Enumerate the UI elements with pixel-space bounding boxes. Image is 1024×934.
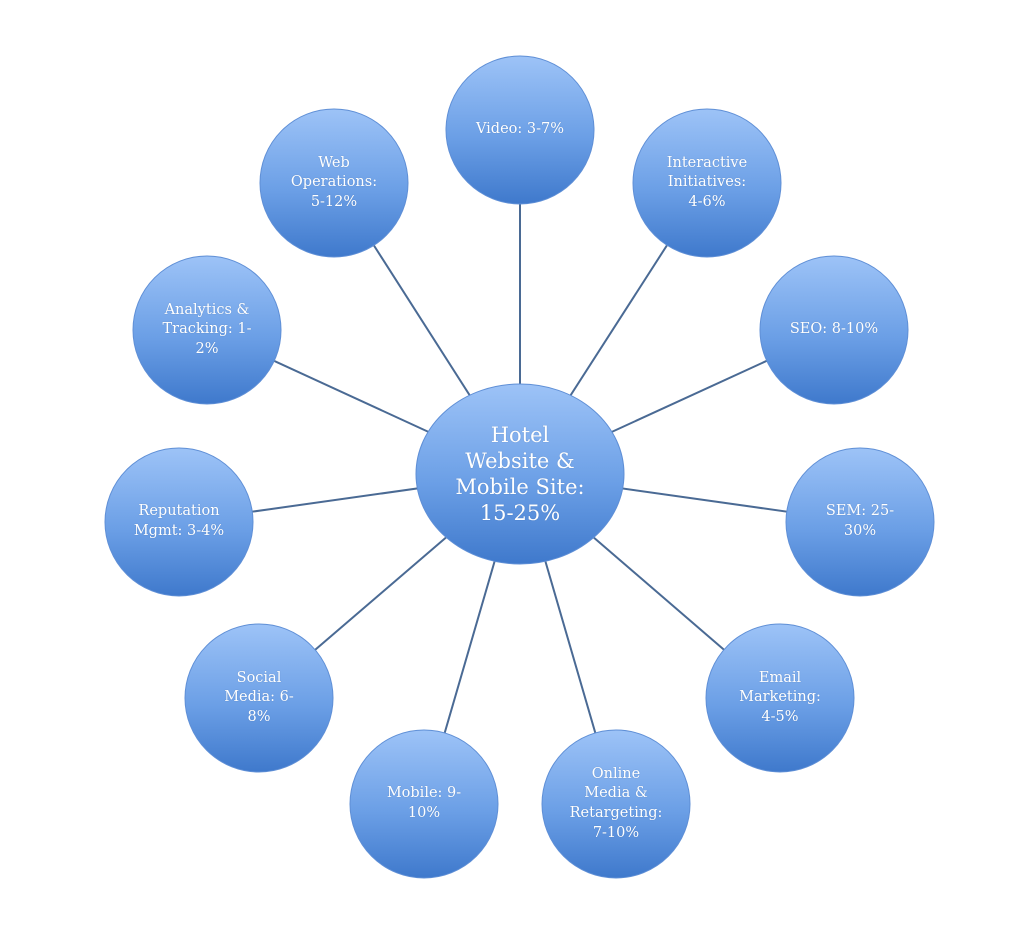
node-interactive-initiatives-circle [632, 108, 782, 258]
node-mobile-circle [349, 729, 499, 879]
node-online-media-retargeting-circle [541, 729, 691, 879]
node-circles [104, 55, 935, 879]
node-web-operations-circle [259, 108, 409, 258]
node-analytics-tracking-circle [132, 255, 282, 405]
node-sem-circle [785, 447, 935, 597]
node-reputation-mgmt-circle [104, 447, 254, 597]
center-hub-circle [415, 383, 625, 565]
node-email-marketing-circle [705, 623, 855, 773]
node-seo-circle [759, 255, 909, 405]
node-social-media-circle [184, 623, 334, 773]
node-video-circle [445, 55, 595, 205]
